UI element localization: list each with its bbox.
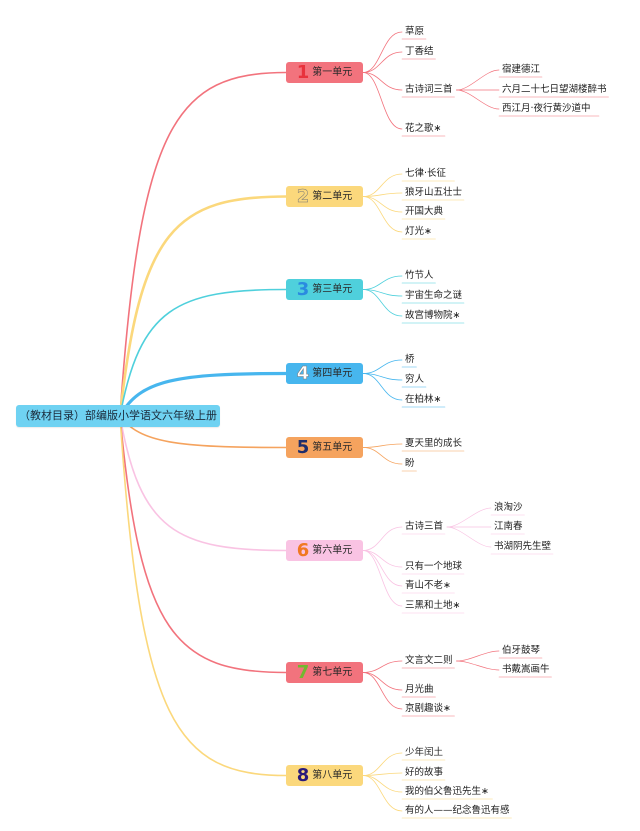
unit-4-item-1[interactable]: 桥 <box>405 354 415 365</box>
unit-1-item-1[interactable]: 草原 <box>405 26 425 37</box>
link-unit-5-item-1 <box>362 443 403 448</box>
link-unit-8-item-3 <box>362 775 403 793</box>
unit-1-item-3-sub-2[interactable]: 六月二十七日望湖楼醉书 <box>502 84 607 95</box>
unit-6-item-2[interactable]: 只有一个地球 <box>405 561 463 572</box>
unit-3-item-1[interactable]: 竹节人 <box>405 270 434 281</box>
link-unit-1-item-4 <box>362 72 403 130</box>
link-unit-7-item-1-sub-2 <box>456 660 500 671</box>
link-unit-1-item-3-sub-1 <box>456 69 500 91</box>
unit-6-item-3[interactable]: 青山不老∗ <box>405 580 451 591</box>
unit-1-number: 1 <box>296 62 310 83</box>
unit-1-item-3-sub-3[interactable]: 西江月·夜行黄沙道中 <box>502 103 591 114</box>
branch-unit-4 <box>118 371 288 418</box>
unit-6-item-1-sub-1[interactable]: 浪淘沙 <box>494 502 523 513</box>
unit-1-item-3-sub-1[interactable]: 宿建德江 <box>502 64 541 75</box>
link-unit-1-item-3 <box>362 72 403 91</box>
unit-3-item-3[interactable]: 故宫博物院∗ <box>405 310 461 321</box>
unit-7-item-3[interactable]: 京剧趣谈∗ <box>405 703 451 714</box>
link-unit-4-item-3 <box>362 373 403 401</box>
link-unit-4-item-1 <box>362 359 403 374</box>
unit-1-item-2[interactable]: 丁香结 <box>405 46 434 57</box>
unit-7-item-1[interactable]: 文言文二则 <box>405 655 453 666</box>
branch-unit-2 <box>118 195 288 418</box>
link-unit-1-item-2 <box>362 51 403 73</box>
unit-6-item-1-sub-3[interactable]: 书湖阴先生壁 <box>494 541 552 552</box>
link-unit-2-item-4 <box>362 196 403 233</box>
unit-8-label: 第八单元 <box>312 770 353 781</box>
unit-7-number: 7 <box>296 662 310 683</box>
unit-8-number: 8 <box>296 765 310 786</box>
unit-4-item-3[interactable]: 在柏林∗ <box>405 394 442 405</box>
branch-unit-7 <box>119 415 287 674</box>
unit-2-label: 第二单元 <box>312 191 353 202</box>
unit-8-item-3[interactable]: 我的伯父鲁迅先生∗ <box>405 786 489 797</box>
link-unit-6-item-4 <box>362 550 403 607</box>
unit-5-number: 5 <box>296 437 310 458</box>
unit-1-item-4[interactable]: 花之歌∗ <box>405 123 442 134</box>
link-unit-8-item-4 <box>362 775 403 812</box>
unit-3-label: 第三单元 <box>312 284 353 295</box>
unit-2-item-3[interactable]: 开国大典 <box>405 206 444 217</box>
root-topic[interactable]: （教材目录）部编版小学语文六年级上册 <box>16 405 220 427</box>
link-unit-6-item-1 <box>362 526 403 551</box>
unit-7-label: 第七单元 <box>312 667 353 678</box>
branch-unit-1 <box>119 71 287 417</box>
unit-6-item-1-sub-2[interactable]: 江南春 <box>494 521 523 532</box>
unit-6-number: 6 <box>296 540 310 561</box>
unit-4-item-2[interactable]: 穷人 <box>405 374 425 385</box>
unit-7-item-1-sub-2[interactable]: 书戴嵩画牛 <box>502 664 550 675</box>
unit-7-item-1-sub-1[interactable]: 伯牙鼓琴 <box>502 645 541 656</box>
unit-2-number: 2 <box>296 186 310 208</box>
unit-2-item-1[interactable]: 七律·长征 <box>405 168 447 179</box>
link-unit-2-item-3 <box>362 196 403 213</box>
unit-3-item-2[interactable]: 宇宙生命之谜 <box>405 290 463 301</box>
link-unit-7-item-3 <box>362 672 403 710</box>
branch-unit-3 <box>119 288 287 417</box>
unit-6-item-1[interactable]: 古诗三首 <box>405 521 444 532</box>
unit-1-item-3[interactable]: 古诗词三首 <box>405 84 453 95</box>
link-unit-8-item-1 <box>362 752 403 776</box>
unit-1-label: 第一单元 <box>312 67 353 78</box>
link-unit-7-item-2 <box>362 672 403 691</box>
unit-3-number: 3 <box>296 279 310 300</box>
link-unit-1-item-3-sub-3 <box>456 89 500 110</box>
unit-8-item-1[interactable]: 少年闰土 <box>405 747 444 758</box>
unit-5-label: 第五单元 <box>312 442 353 453</box>
link-unit-2-item-2 <box>362 192 403 197</box>
unit-7-item-2[interactable]: 月光曲 <box>405 684 434 695</box>
unit-5-item-2[interactable]: 盼 <box>405 458 415 469</box>
unit-4-number: 4 <box>296 363 310 385</box>
link-unit-7-item-1 <box>362 660 403 673</box>
link-unit-3-item-3 <box>362 289 403 317</box>
branch-unit-6 <box>119 415 287 552</box>
link-unit-6-item-1-sub-3 <box>446 526 492 548</box>
link-unit-1-item-1 <box>362 31 403 73</box>
unit-5-item-1[interactable]: 夏天里的成长 <box>405 438 463 449</box>
unit-4-label: 第四单元 <box>312 368 353 379</box>
link-unit-6-item-1-sub-1 <box>446 507 492 528</box>
unit-2-item-2[interactable]: 狼牙山五壮士 <box>405 187 463 198</box>
unit-6-label: 第六单元 <box>312 545 353 556</box>
branch-unit-8 <box>119 415 287 777</box>
link-unit-7-item-1-sub-1 <box>456 650 500 662</box>
unit-8-item-2[interactable]: 好的故事 <box>405 767 444 778</box>
unit-2-item-4[interactable]: 灯光∗ <box>405 226 432 237</box>
link-unit-3-item-1 <box>362 275 403 290</box>
link-unit-5-item-2 <box>362 447 403 465</box>
unit-6-item-4[interactable]: 三黑和土地∗ <box>405 600 461 611</box>
link-unit-2-item-1 <box>362 173 403 197</box>
unit-8-item-4[interactable]: 有的人——纪念鲁迅有感 <box>405 805 510 816</box>
